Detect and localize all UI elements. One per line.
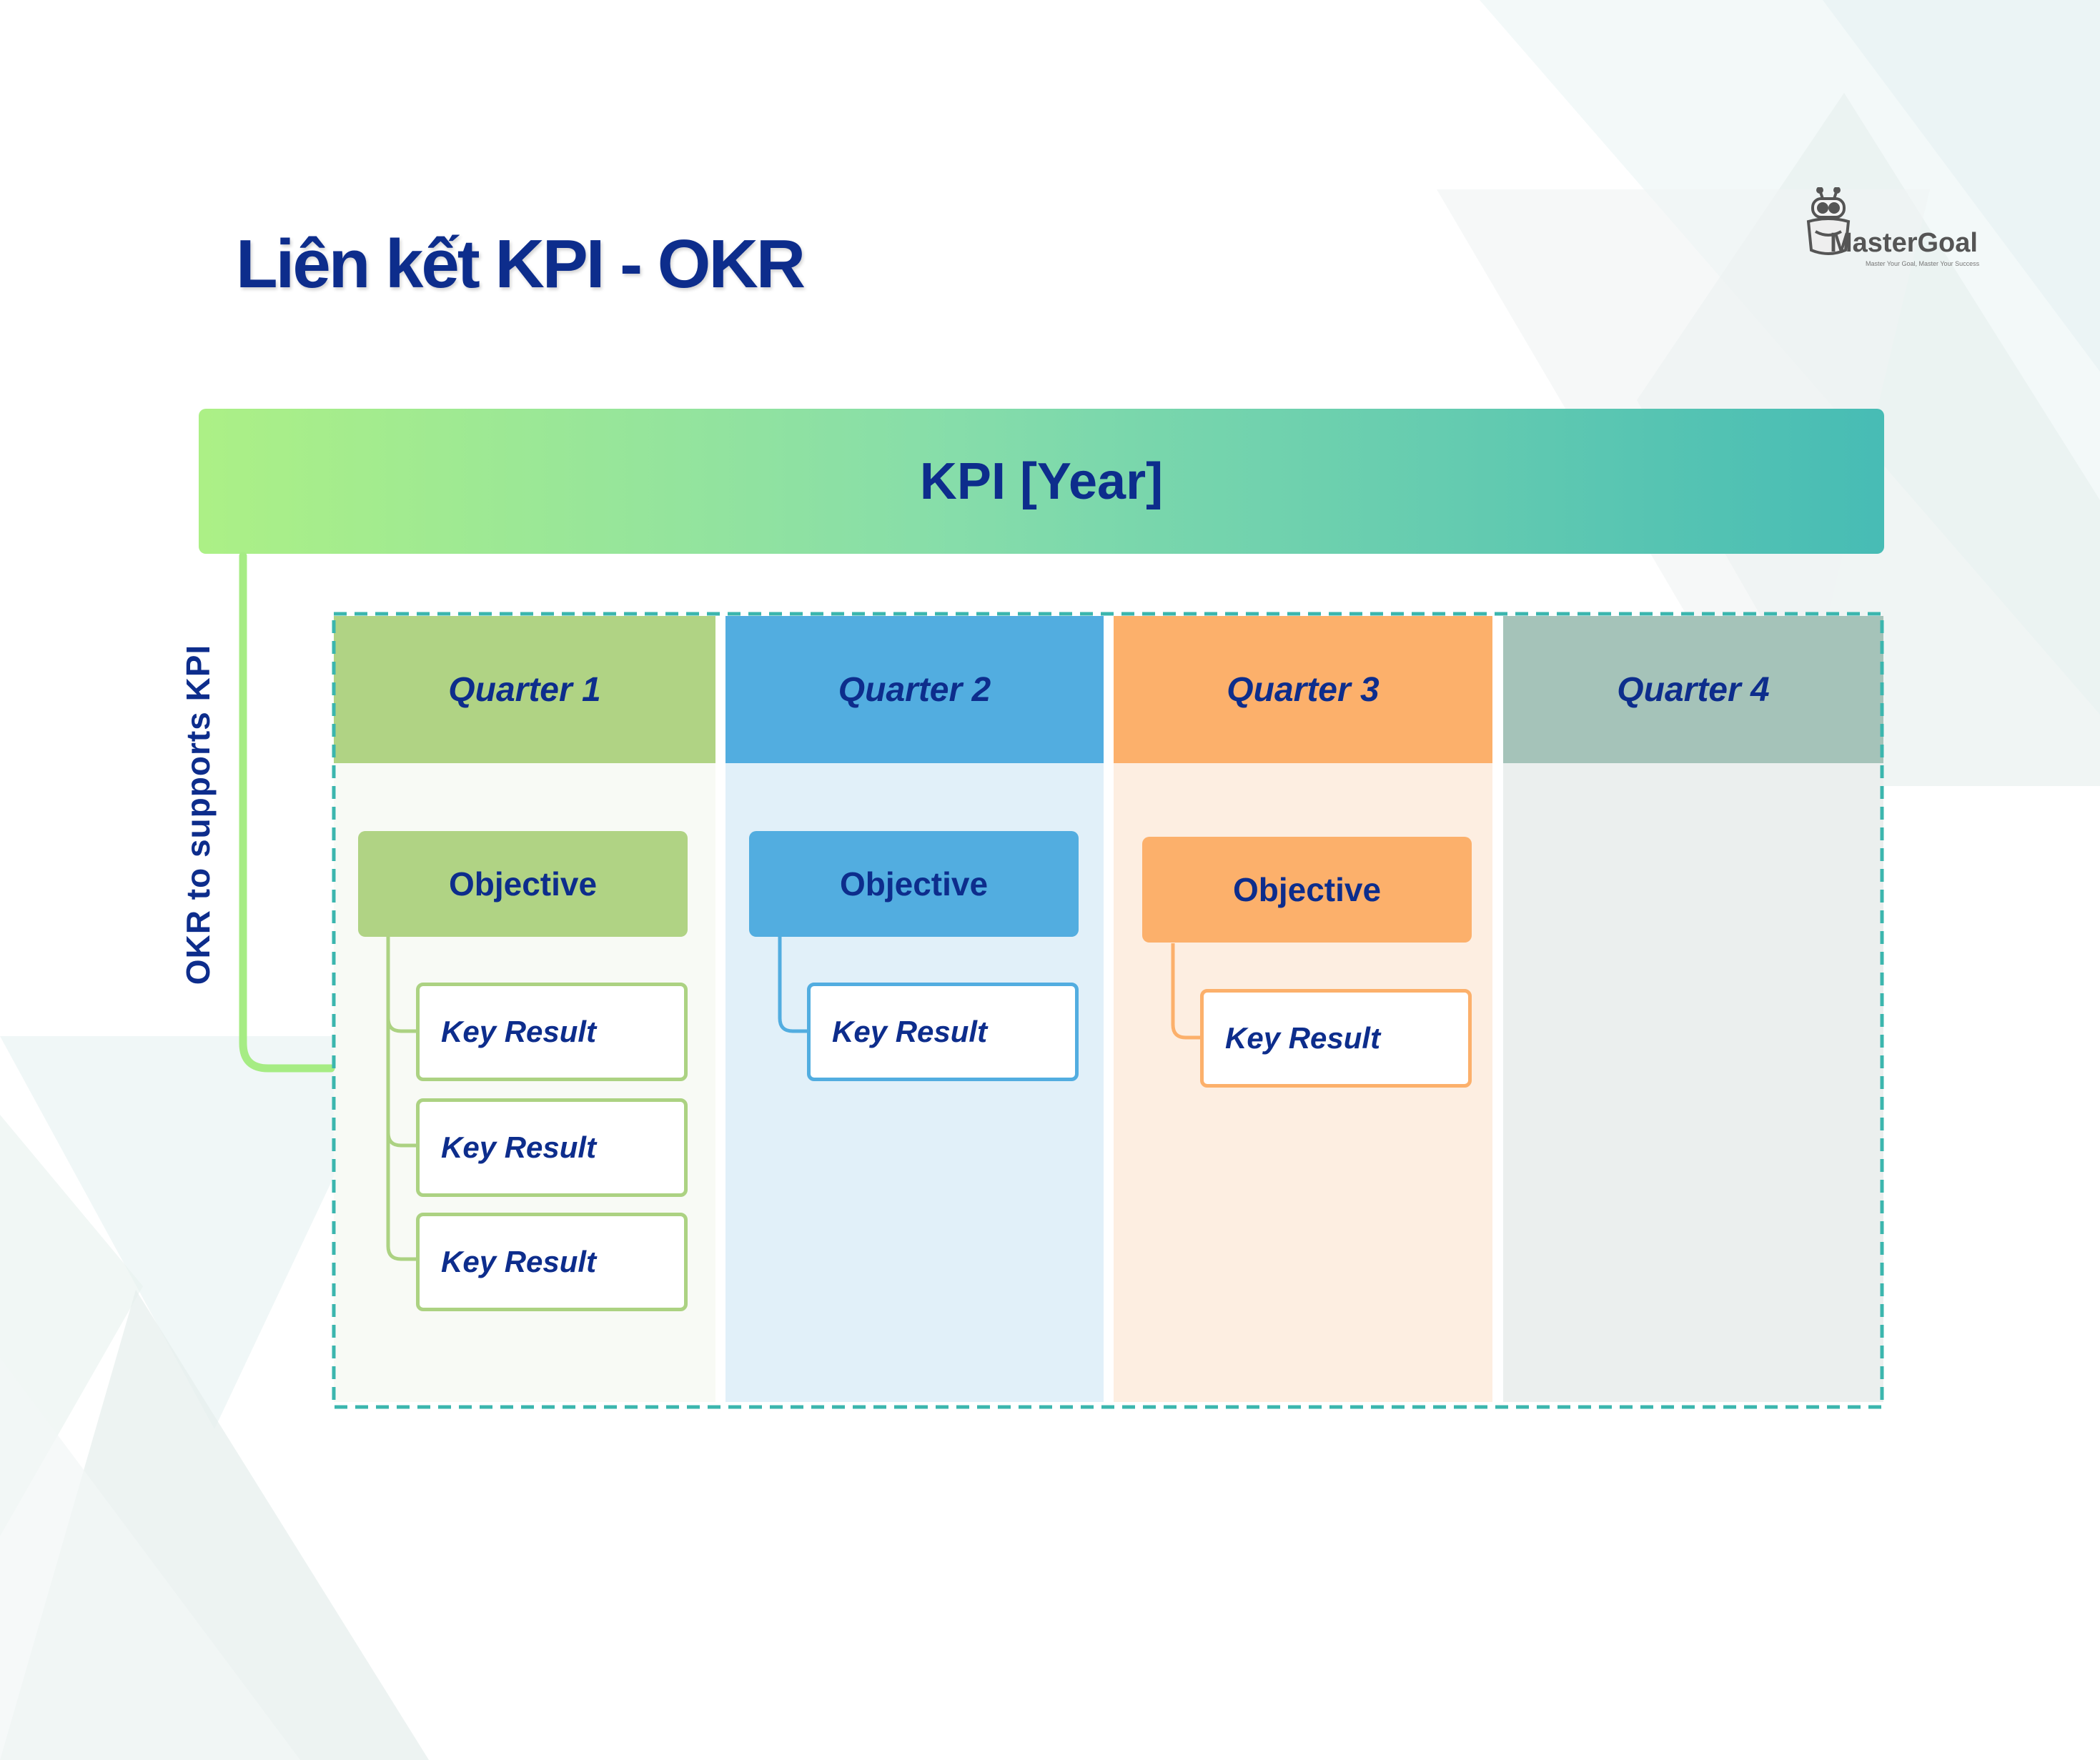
quarter-1-column: Quarter 1 Objective Key Result Key Resul… — [334, 616, 715, 1402]
logo-tagline: Master Your Goal, Master Your Success. — [1866, 260, 1980, 267]
quarter-1-key-result-3: Key Result — [416, 1213, 688, 1311]
quarter-3-column: Quarter 3 Objective Key Result — [1114, 616, 1492, 1402]
objective-label: Objective — [839, 865, 989, 903]
quarter-2-column: Quarter 2 Objective Key Result — [725, 616, 1104, 1402]
objective-label: Objective — [1232, 871, 1382, 908]
key-result-label: Key Result — [1225, 1021, 1381, 1055]
quarter-2-label: Quarter 2 — [838, 670, 991, 709]
logo-wordmark: MasterGoal — [1830, 228, 1978, 258]
quarter-3-objective: Objective — [1142, 837, 1472, 943]
objective-label: Objective — [448, 865, 598, 903]
key-result-label: Key Result — [441, 1245, 597, 1278]
quarter-1-header: Quarter 1 — [334, 616, 715, 763]
key-result-label: Key Result — [441, 1015, 597, 1048]
key-result-label: Key Result — [441, 1130, 597, 1164]
quarter-2-header: Quarter 2 — [725, 616, 1104, 763]
key-result-label: Key Result — [832, 1015, 988, 1048]
side-label: OKR to supports KPI — [179, 644, 217, 985]
quarter-1-key-result-1: Key Result — [416, 983, 688, 1081]
quarter-4-label: Quarter 4 — [1617, 670, 1770, 709]
quarter-3-header: Quarter 3 — [1114, 616, 1492, 763]
kpi-year-bar: KPI [Year] — [199, 409, 1884, 554]
quarter-1-label: Quarter 1 — [448, 670, 601, 709]
quarter-2-objective: Objective — [749, 831, 1079, 937]
quarter-4-header: Quarter 4 — [1503, 616, 1883, 763]
quarter-1-key-result-2: Key Result — [416, 1098, 688, 1197]
quarter-3-key-result-1: Key Result — [1200, 989, 1472, 1088]
quarter-4-body — [1503, 763, 1883, 1402]
mastergoal-logo: MasterGoal Master Your Goal, Master Your… — [1806, 187, 1980, 267]
quarter-1-objective: Objective — [358, 831, 688, 937]
robot-icon — [1806, 187, 1851, 255]
kpi-year-label: KPI [Year] — [919, 452, 1164, 510]
quarter-3-label: Quarter 3 — [1227, 670, 1380, 709]
page-title: Liên kết KPI - OKR — [236, 226, 806, 302]
quarter-2-key-result-1: Key Result — [807, 983, 1079, 1081]
quarter-4-column: Quarter 4 — [1503, 616, 1883, 1402]
